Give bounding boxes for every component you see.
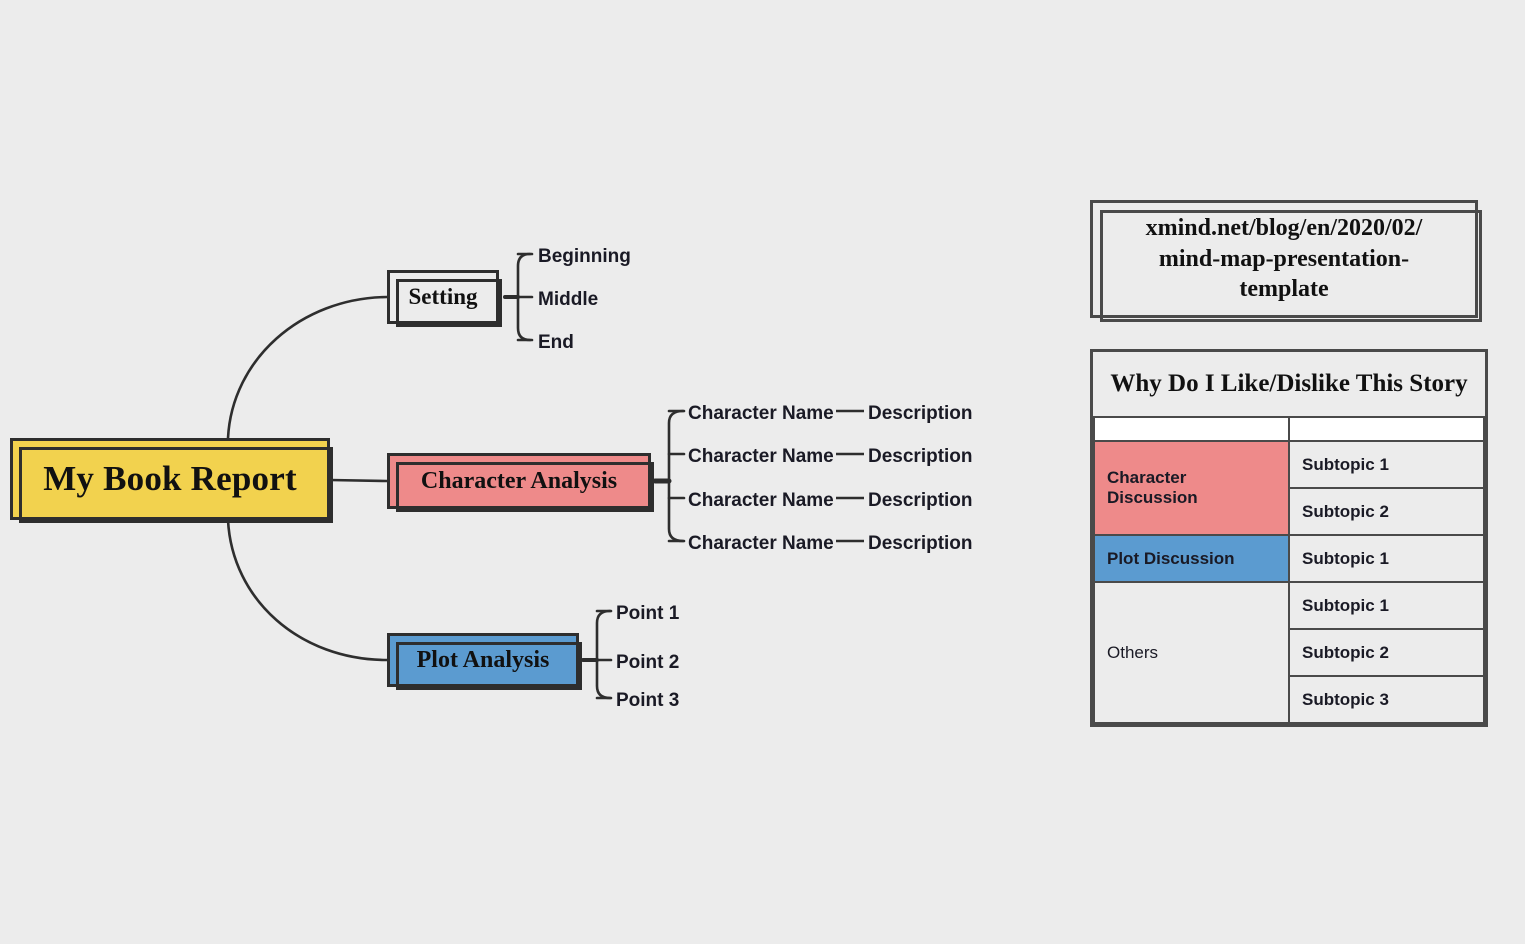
table-row: Subtopic 3 xyxy=(1094,675,1485,724)
connector-root-setting xyxy=(226,295,389,440)
connector-root-plot xyxy=(226,518,389,662)
root-topic-my-book-report[interactable]: My Book Report xyxy=(10,438,333,523)
subtopic-point-2[interactable]: Point 2 xyxy=(616,652,680,673)
subtopic-description[interactable]: Description xyxy=(868,533,973,554)
table-cell-category-plot-discussion[interactable]: Plot Discussion xyxy=(1093,534,1290,583)
table-cell-subtopic[interactable]: Subtopic 3 xyxy=(1288,675,1485,724)
table-spacer-row xyxy=(1093,416,1485,442)
branch-topic-label: Plot Analysis xyxy=(416,646,550,673)
table-spacer-cell-right xyxy=(1288,416,1485,442)
table-cell-category-character-discussion[interactable]: Character Discussion xyxy=(1093,440,1290,536)
subtopic-character-name[interactable]: Character Name xyxy=(688,490,834,511)
table-row: Plot Discussion Subtopic 1 xyxy=(1093,534,1485,583)
subtopic-character-name[interactable]: Character Name xyxy=(688,446,834,467)
subtopic-character-name[interactable]: Character Name xyxy=(688,403,834,424)
subtopic-point-3[interactable]: Point 3 xyxy=(616,690,680,711)
connector-plot-spine xyxy=(595,609,612,700)
branch-topic-setting[interactable]: Setting xyxy=(387,270,502,327)
table-row: Subtopic 2 xyxy=(1094,628,1485,677)
table-title: Why Do I Like/Dislike This Story xyxy=(1094,352,1484,418)
source-url-line-2: mind-map-presentation- xyxy=(1158,245,1410,272)
why-like-dislike-table: Why Do I Like/Dislike This Story Charact… xyxy=(1090,349,1488,727)
root-topic-label: My Book Report xyxy=(43,459,297,498)
source-url-card[interactable]: xmind.net/blog/en/2020/02/ mind-map-pres… xyxy=(1090,200,1482,322)
subtopic-end[interactable]: End xyxy=(538,332,574,353)
source-url-line-3: template xyxy=(1239,276,1329,303)
subtopic-beginning[interactable]: Beginning xyxy=(538,246,631,267)
branch-topic-label: Setting xyxy=(408,284,478,309)
table-row: Others Subtopic 1 xyxy=(1093,581,1485,724)
table-row: Character Discussion Subtopic 1 xyxy=(1093,440,1485,536)
connector-setting-spine xyxy=(516,252,532,342)
subtopic-description[interactable]: Description xyxy=(868,446,973,467)
branch-topic-label: Character Analysis xyxy=(420,467,618,494)
connector-character-spine xyxy=(667,409,685,543)
connector-root-character xyxy=(328,478,389,483)
branch-topic-character-analysis[interactable]: Character Analysis xyxy=(387,453,654,512)
table-cell-subtopic[interactable]: Subtopic 1 xyxy=(1288,534,1485,583)
table-cell-subtopic[interactable]: Subtopic 1 xyxy=(1288,440,1485,489)
table-cell-category-others[interactable]: Others xyxy=(1093,581,1290,724)
branch-topic-plot-analysis[interactable]: Plot Analysis xyxy=(387,633,582,690)
table-cell-subtopic[interactable]: Subtopic 1 xyxy=(1288,581,1485,630)
subtopic-character-name[interactable]: Character Name xyxy=(688,533,834,554)
subtopic-middle[interactable]: Middle xyxy=(538,289,599,310)
table-row: Subtopic 2 xyxy=(1094,487,1485,536)
table-spacer-cell-left xyxy=(1093,416,1290,442)
table-title-row: Why Do I Like/Dislike This Story xyxy=(1094,352,1484,418)
table-cell-subtopic[interactable]: Subtopic 2 xyxy=(1288,487,1485,536)
table-cell-subtopic[interactable]: Subtopic 2 xyxy=(1288,628,1485,677)
subtopic-description[interactable]: Description xyxy=(868,403,973,424)
source-url-line-1: xmind.net/blog/en/2020/02/ xyxy=(1145,214,1423,241)
subtopic-description[interactable]: Description xyxy=(868,490,973,511)
subtopic-point-1[interactable]: Point 1 xyxy=(616,603,680,624)
source-url-text: xmind.net/blog/en/2020/02/ mind-map-pres… xyxy=(1146,213,1423,305)
